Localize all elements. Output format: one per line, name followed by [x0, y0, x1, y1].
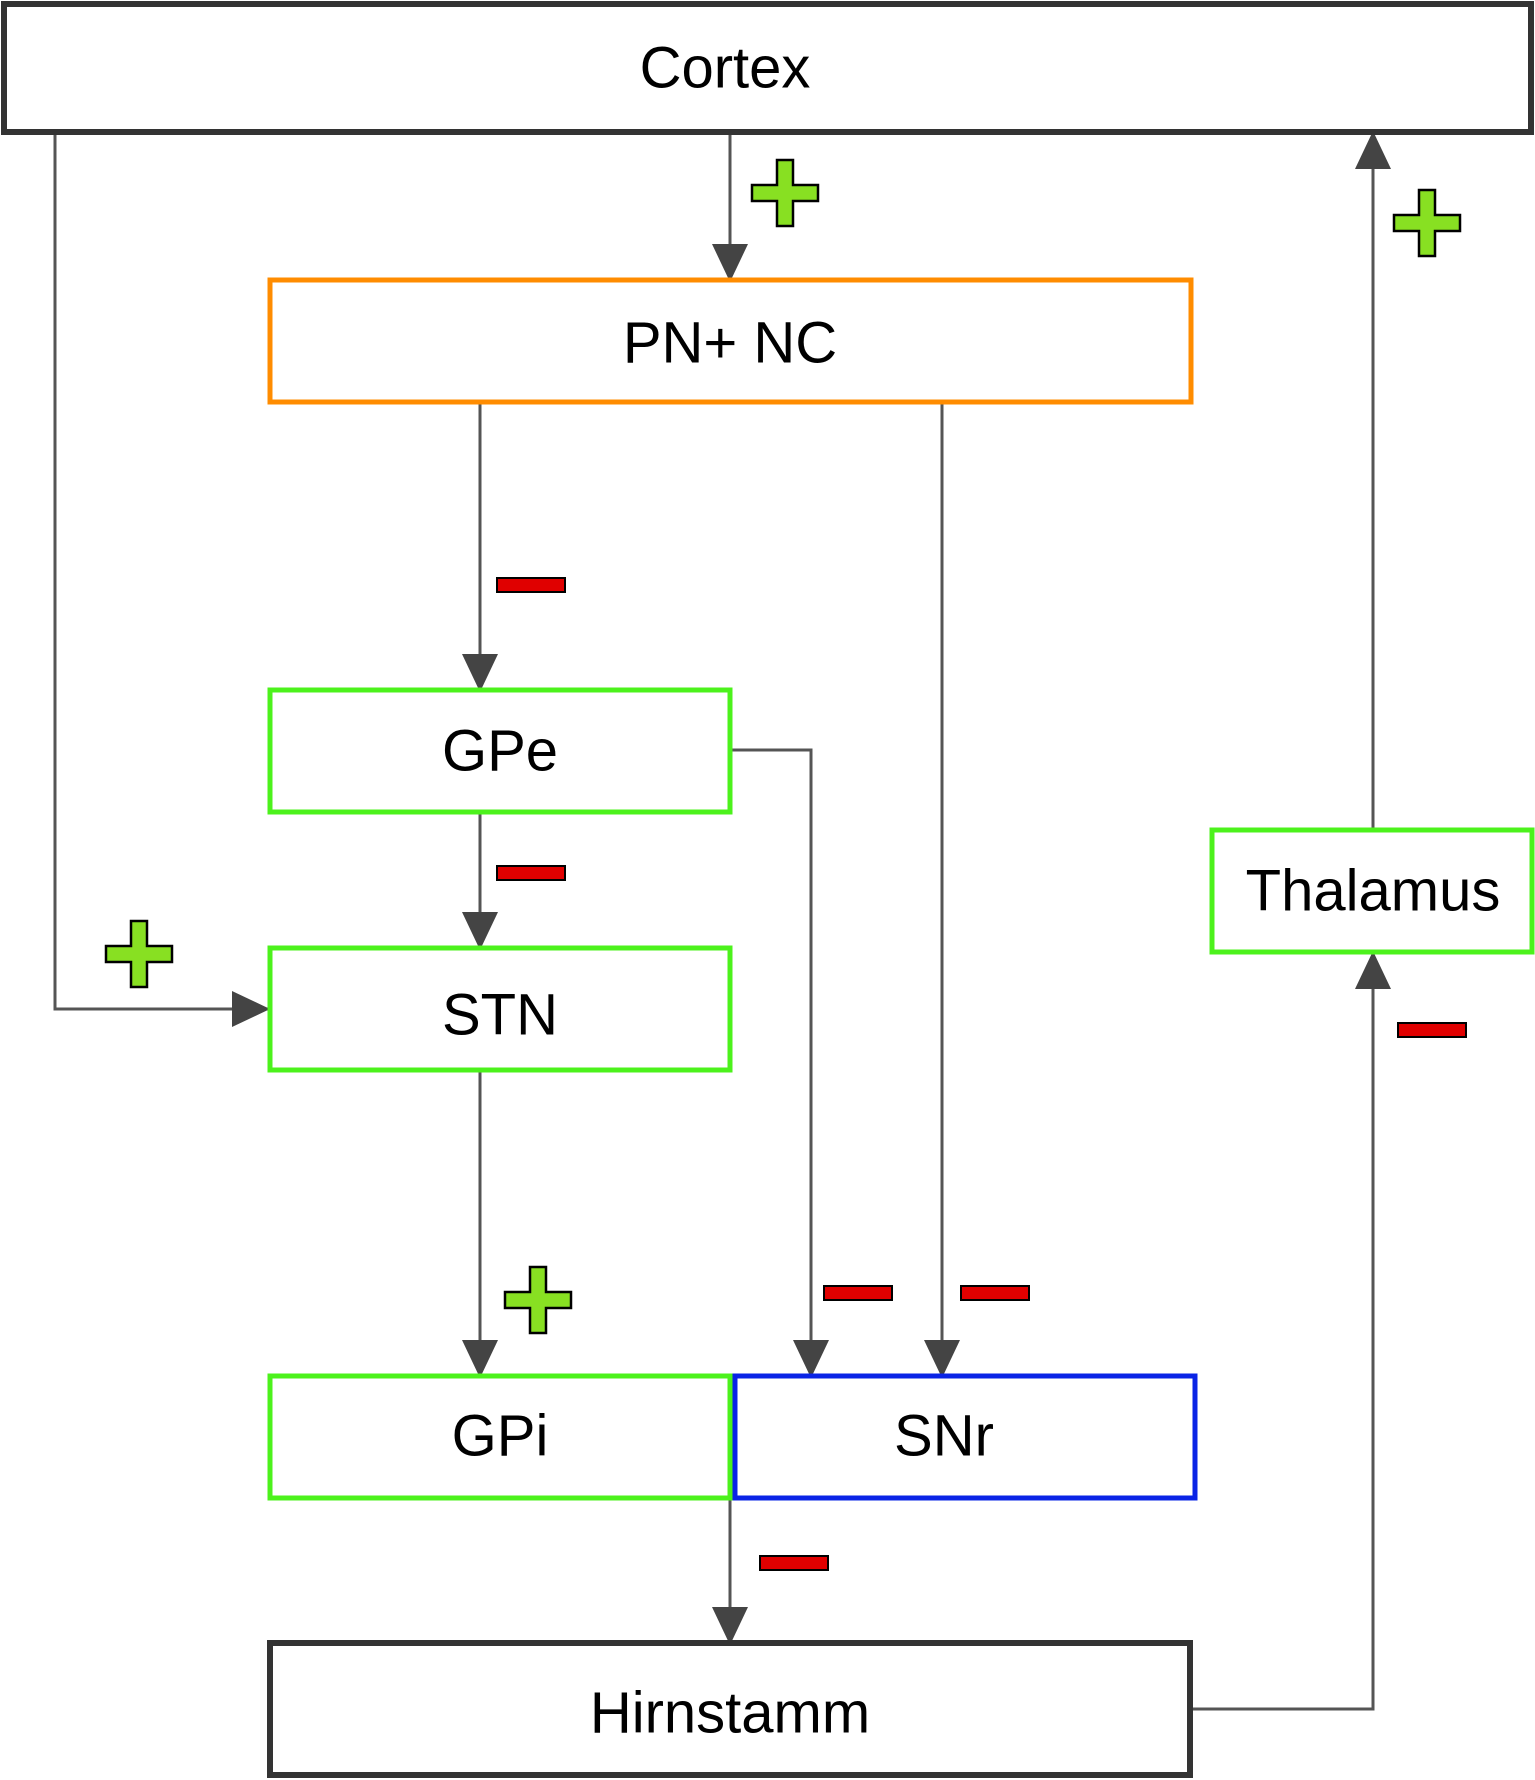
edge-gpe-snr: [732, 748, 829, 1378]
brainstem-label: Hirnstamm: [590, 1681, 870, 1746]
node-snr: SNr: [732, 1373, 1198, 1501]
node-thalamus: Thalamus: [1209, 827, 1535, 955]
plus-icon: [750, 158, 820, 228]
thalamus-box: [1209, 827, 1535, 955]
minus-icon: [496, 577, 566, 593]
thalamus-label: Thalamus: [1246, 859, 1501, 924]
minus-icon: [759, 1555, 829, 1571]
snr-label: SNr: [894, 1404, 994, 1469]
cortex-box: [1, 1, 1534, 135]
minus-icon: [960, 1285, 1030, 1301]
node-gpi: GPi: [267, 1373, 733, 1501]
minus-icon: [1397, 1022, 1467, 1038]
node-brainstem: Hirnstamm: [267, 1640, 1193, 1778]
node-cortex: Cortex: [1, 1, 1534, 135]
stn-label: STN: [442, 983, 558, 1048]
node-gpe: GPe: [267, 687, 733, 815]
minus-icon: [823, 1285, 893, 1301]
minus-icon: [496, 865, 566, 881]
edge-cortex-stn: [53, 133, 270, 1027]
striatum-label: PN+ NC: [623, 311, 837, 376]
gpi-label: GPi: [452, 1404, 549, 1469]
node-stn: STN: [267, 945, 733, 1073]
edge-brainstem-thalamus: [1190, 951, 1391, 1711]
brainstem-box: [267, 1640, 1193, 1778]
gpe-label: GPe: [442, 719, 558, 784]
plus-icon: [104, 919, 174, 989]
node-striatum: PN+ NC: [267, 277, 1194, 405]
cortex-label: Cortex: [640, 36, 811, 101]
stn-box: [267, 945, 733, 1073]
gpi-box: [267, 1373, 733, 1501]
plus-icon: [503, 1265, 573, 1335]
snr-box: [732, 1373, 1198, 1501]
gpe-box: [267, 687, 733, 815]
striatum-box: [267, 277, 1194, 405]
plus-icon: [1392, 188, 1462, 258]
